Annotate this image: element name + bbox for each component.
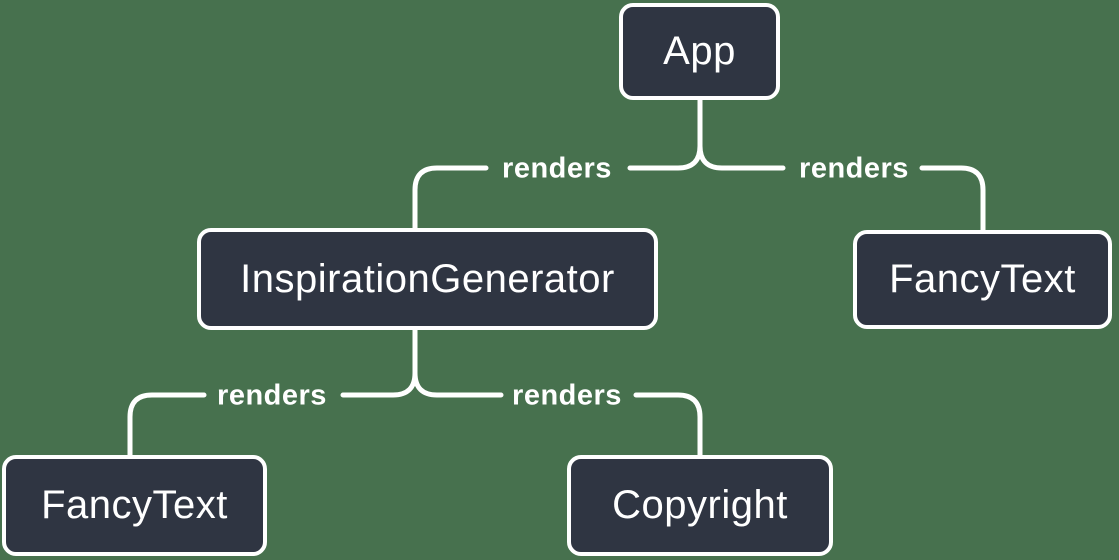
edge-inspiration-generator-copyright-segment-2 <box>633 392 703 458</box>
edge-app-inspiration-generator-segment-1 <box>627 97 703 171</box>
edge-app-inspiration-generator-segment-2 <box>412 165 489 231</box>
edge-app-fancy-text-segment-1 <box>697 143 786 171</box>
edge-app-fancy-text-segment-2 <box>919 165 986 233</box>
edge-inspiration-generator-copyright-segment-1 <box>412 370 504 398</box>
node-fancy-text-top-label: FancyText <box>889 257 1076 301</box>
node-fancy-text-bottom-label: FancyText <box>41 483 228 527</box>
node-inspiration-generator-label: InspirationGenerator <box>240 256 615 301</box>
node-app-label: App <box>663 29 736 73</box>
edge-inspiration-generator-fancy-text-segment-2 <box>127 392 207 458</box>
edge-label-inspiration-generator-fancy-text: renders <box>217 379 327 412</box>
node-app: App <box>619 3 780 100</box>
edge-label-inspiration-generator-copyright: renders <box>512 379 622 412</box>
node-fancy-text-top: FancyText <box>853 230 1112 329</box>
edge-label-app-fancy-text: renders <box>799 152 909 185</box>
edge-inspiration-generator-fancy-text-segment-1 <box>340 327 418 398</box>
node-fancy-text-bottom: FancyText <box>2 455 267 556</box>
node-copyright: Copyright <box>567 455 833 556</box>
node-inspiration-generator: InspirationGenerator <box>197 228 658 330</box>
edge-label-app-inspiration-generator: renders <box>502 152 612 185</box>
node-copyright-label: Copyright <box>612 483 788 527</box>
